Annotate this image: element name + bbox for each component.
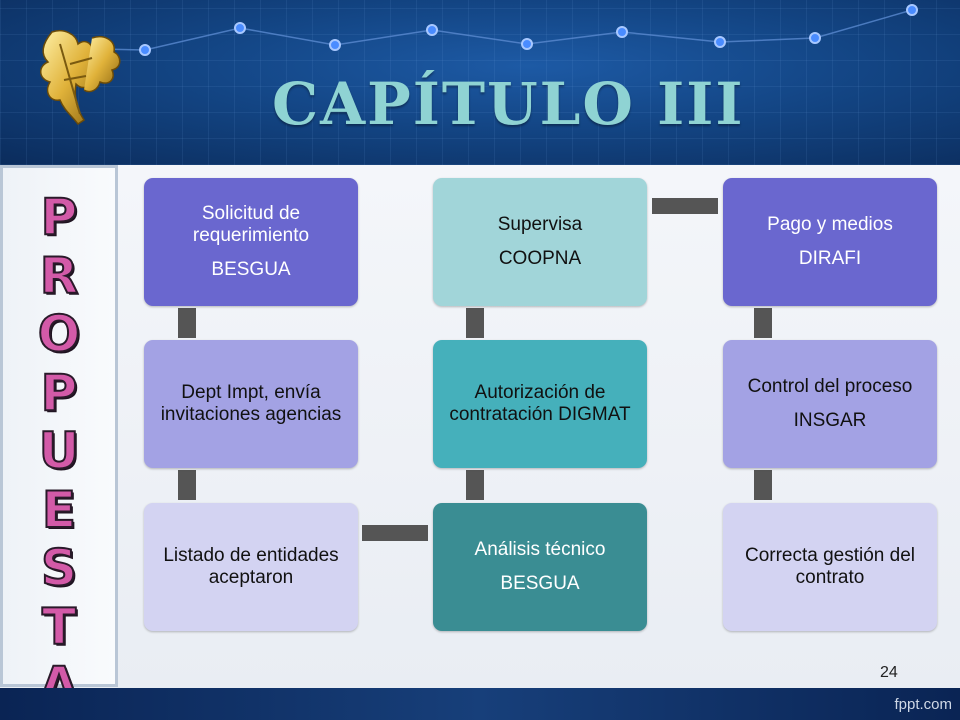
process-box-solicitud: Solicitud de requerimiento BESGUA — [144, 178, 358, 306]
process-box-autorizacion: Autorización de contratación DIGMAT — [433, 340, 647, 468]
box-agency: BESGUA — [211, 258, 291, 280]
process-box-analisis: Análisis técnico BESGUA — [433, 503, 647, 631]
box-label: Autorización de contratación DIGMAT — [449, 382, 631, 425]
sidebar-letter: E — [41, 480, 77, 539]
process-box-gestion: Correcta gestión del contrato — [723, 503, 937, 631]
box-label: Dept Impt, envía invitaciones agencias — [160, 382, 342, 425]
box-label: Supervisa — [497, 214, 583, 236]
sidebar-letter: T — [41, 597, 77, 656]
box-label: Correcta gestión del contrato — [744, 545, 916, 588]
process-box-listado: Listado de entidades aceptaron — [144, 503, 358, 631]
header-banner: CAPÍTULO III — [0, 0, 960, 165]
box-agency: INSGAR — [793, 410, 867, 431]
footer-bar: fppt.com — [0, 688, 960, 720]
footer-brand: fppt.com — [894, 696, 952, 713]
connector-vertical — [466, 470, 484, 500]
connector-vertical — [754, 308, 772, 338]
network-line-decoration — [49, 4, 918, 56]
process-box-supervisa: Supervisa COOPNA — [433, 178, 647, 306]
oak-leaf-emblem-icon — [40, 30, 121, 126]
sidebar-letter: P — [40, 363, 79, 422]
connector-vertical — [178, 308, 196, 338]
box-label: Solicitud de requerimiento — [192, 203, 310, 247]
box-label: Listado de entidades aceptaron — [163, 545, 339, 588]
box-agency: COOPNA — [498, 248, 582, 269]
sidebar-letter: S — [40, 538, 78, 597]
box-label: Análisis técnico — [474, 539, 606, 561]
sidebar-letter: R — [39, 246, 80, 305]
connector-vertical — [754, 470, 772, 500]
connector-vertical — [466, 308, 484, 338]
box-label: Control del proceso — [747, 376, 913, 398]
process-box-pago: Pago y medios DIRAFI — [723, 178, 937, 306]
header-grid-pattern — [0, 0, 960, 165]
box-agency: BESGUA — [500, 573, 580, 594]
connector-vertical — [178, 470, 196, 500]
connector-horizontal — [652, 198, 718, 214]
connector-horizontal — [362, 525, 428, 541]
page-number: 24 — [880, 664, 898, 681]
sidebar-vertical-label: P R O P U E S T A — [0, 165, 118, 715]
box-label: Pago y medios — [767, 214, 893, 236]
sidebar-letter: U — [38, 421, 81, 480]
process-box-invitaciones: Dept Impt, envía invitaciones agencias — [144, 340, 358, 468]
sidebar-letter: P — [40, 187, 79, 246]
sidebar-letter: O — [37, 304, 82, 363]
box-agency: DIRAFI — [798, 248, 862, 269]
process-box-control: Control del proceso INSGAR — [723, 340, 937, 468]
page-title: CAPÍTULO III — [272, 70, 745, 138]
